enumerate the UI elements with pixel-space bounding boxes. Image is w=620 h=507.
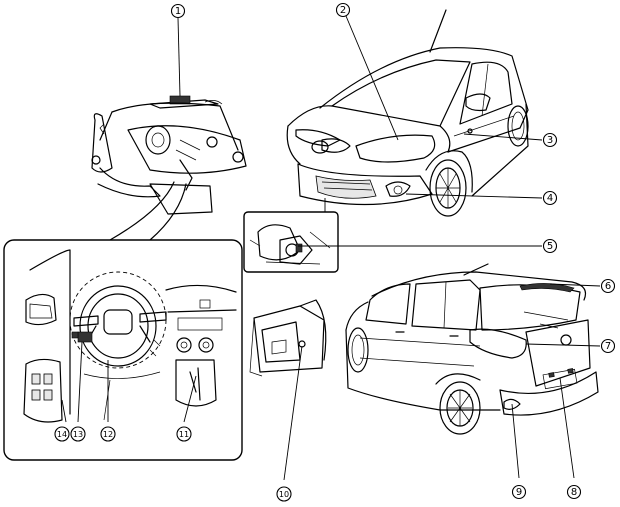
callout-7: 7 bbox=[600, 338, 616, 354]
callout-label: 12 bbox=[103, 430, 113, 439]
callout-14: 14 bbox=[54, 426, 70, 442]
callout-label: 13 bbox=[73, 430, 83, 439]
front-vehicle-illustration bbox=[286, 9, 529, 217]
callout-label: 1 bbox=[175, 6, 181, 17]
magnifier-connector-left bbox=[109, 181, 175, 241]
callout-1: 1 bbox=[170, 3, 186, 19]
callout-label: 5 bbox=[547, 241, 553, 252]
callout-label: 2 bbox=[340, 5, 346, 16]
callout-12: 12 bbox=[100, 426, 116, 442]
callout-label: 6 bbox=[605, 281, 611, 292]
callout-label: 14 bbox=[57, 430, 67, 439]
callout-8: 8 bbox=[566, 484, 582, 500]
callout-11: 11 bbox=[176, 426, 192, 442]
engine-room-inset bbox=[243, 198, 339, 273]
callout-9: 9 bbox=[511, 484, 527, 500]
callout-label: 8 bbox=[571, 487, 577, 498]
callout-3: 3 bbox=[542, 132, 558, 148]
callout-13: 13 bbox=[70, 426, 86, 442]
interior-detail-panel bbox=[3, 239, 243, 461]
callout-2: 2 bbox=[335, 2, 351, 18]
rear-vehicle-illustration bbox=[345, 263, 599, 435]
callout-4: 4 bbox=[542, 190, 558, 206]
callout-6: 6 bbox=[600, 278, 616, 294]
callout-10: 10 bbox=[276, 486, 292, 502]
callout-label: 9 bbox=[516, 487, 522, 498]
callout-label: 10 bbox=[279, 490, 289, 499]
callout-label: 4 bbox=[547, 193, 553, 204]
callout-label: 11 bbox=[179, 430, 189, 439]
interior-cabin-illustration bbox=[91, 95, 247, 215]
luggage-compartment-illustration bbox=[249, 299, 327, 377]
callout-label: 3 bbox=[547, 135, 553, 146]
callout-5: 5 bbox=[542, 238, 558, 254]
callout-label: 7 bbox=[605, 341, 611, 352]
magnifier-connector-right bbox=[149, 183, 187, 241]
leader-lines bbox=[61, 15, 601, 481]
